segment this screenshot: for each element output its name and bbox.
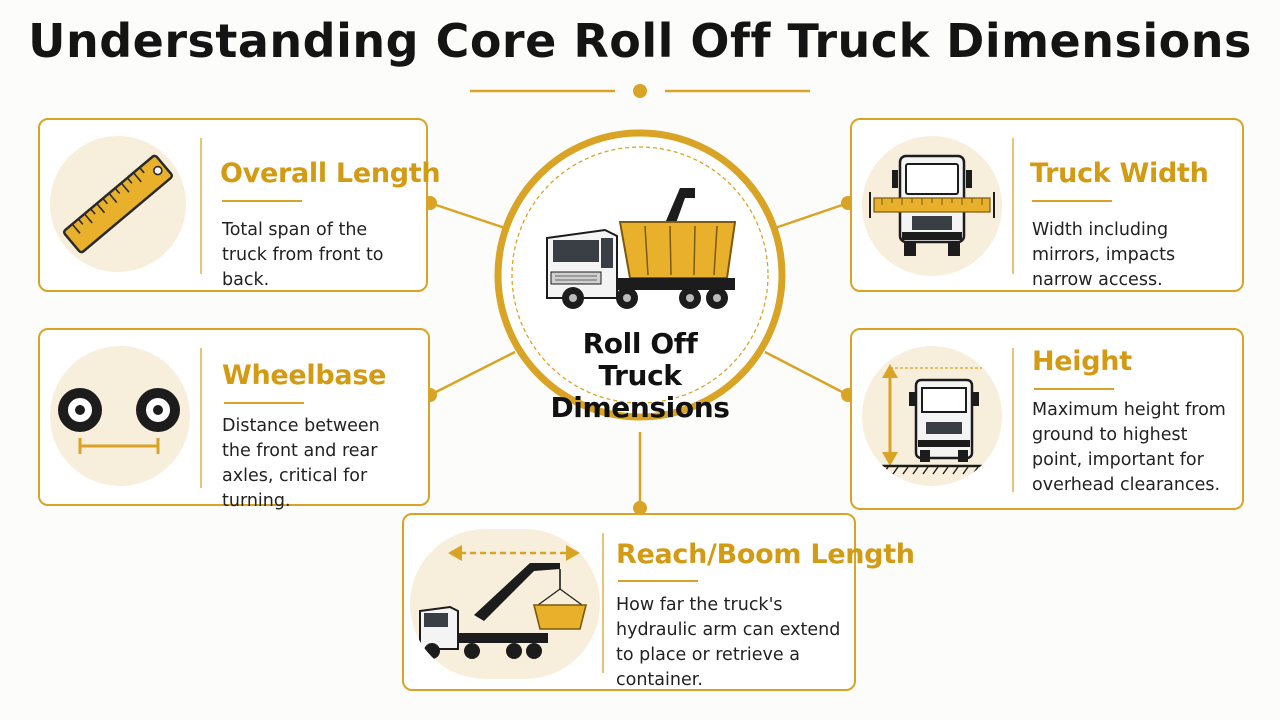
hydraulic-boom-icon: [410, 529, 600, 679]
wheels-axle-icon: [50, 346, 190, 486]
card-title-rule: [1034, 388, 1114, 390]
truck-height-icon: [862, 346, 1002, 486]
card-divider: [1012, 348, 1014, 492]
connector-height: [764, 350, 849, 397]
card-title: Wheelbase: [222, 360, 387, 391]
title-ornament-dot: [633, 84, 647, 98]
card-divider: [602, 533, 604, 673]
card-wheelbase: Wheelbase Distance between the front and…: [38, 328, 430, 511]
center-medallion-inner-ring: [511, 146, 769, 404]
card-description: Total span of the truck from front to ba…: [222, 220, 384, 290]
card-title-rule: [618, 580, 698, 582]
wheel-right: [136, 388, 180, 432]
card-description: Maximum height from ground to highest po…: [1032, 400, 1226, 495]
card-description: How far the truck's hydraulic arm can ex…: [616, 595, 841, 690]
card-title: Truck Width: [1030, 158, 1209, 189]
card-divider: [200, 138, 202, 274]
card-title: Reach/Boom Length: [616, 539, 915, 570]
connector-overall-length: [429, 201, 506, 230]
card-title-rule: [224, 402, 304, 404]
card-overall-length: Overall Length Total span of the truck f…: [38, 118, 441, 292]
card-title: Overall Length: [220, 158, 441, 189]
card-height: Height Maximum height from ground to hig…: [850, 328, 1244, 510]
connector-wheelbase: [429, 350, 516, 397]
ruler-icon: [50, 136, 186, 272]
card-description: Width including mirrors, impacts narrow …: [1032, 220, 1176, 290]
card-divider: [200, 348, 202, 488]
center-label-line-1: Roll Off Truck: [582, 327, 698, 392]
card-title-rule: [222, 200, 302, 202]
page-title: Understanding Core Roll Off Truck Dimens…: [28, 14, 1252, 68]
connector-truck-width: [774, 201, 849, 230]
connector-dot: [633, 501, 647, 515]
card-truck-width: Truck Width Width including mirrors, imp…: [850, 118, 1244, 292]
center-label: Roll Off Truck Dimensions: [540, 328, 740, 424]
roll-off-truck-icon: [546, 188, 737, 309]
card-description: Distance between the front and rear axle…: [222, 416, 380, 511]
card-title: Height: [1032, 346, 1132, 377]
wheel-left: [58, 388, 102, 432]
center-label-line-2: Dimensions: [550, 391, 730, 424]
card-reach-boom-length: Reach/Boom Length How far the truck's hy…: [402, 513, 915, 691]
card-divider: [1012, 138, 1014, 274]
card-title-rule: [1032, 200, 1112, 202]
truck-front-width-icon: [862, 136, 1002, 276]
